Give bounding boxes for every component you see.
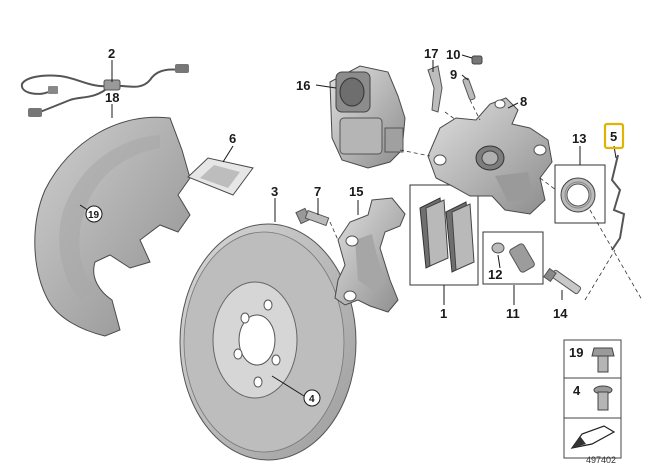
legend-label-19: 19 [569, 345, 583, 360]
callout-6: 6 [229, 131, 236, 146]
callout-1: 1 [440, 306, 447, 321]
callout-19-circle: 19 [85, 205, 103, 223]
callout-4-circle: 4 [303, 389, 321, 407]
callout-18: 18 [105, 90, 119, 105]
callout-16: 16 [296, 78, 310, 93]
brake-paste-sachet-part [187, 157, 254, 196]
callout-7: 7 [314, 184, 321, 199]
callout-8: 8 [520, 94, 527, 109]
parking-brake-motor-part [329, 65, 406, 169]
brake-caliper-part [427, 97, 553, 215]
arrow-icon [570, 425, 616, 449]
guide-bushing-kit-part [482, 231, 544, 285]
fastener-legend: 19 4 [563, 339, 622, 459]
guide-pin-part [543, 267, 582, 295]
bolt-4-icon [593, 385, 613, 411]
caliper-carrier-part [334, 197, 406, 313]
leader-lines [79, 54, 617, 397]
callout-2: 2 [108, 46, 115, 61]
callout-12: 12 [488, 267, 502, 282]
diagram-caption: 497402 [586, 455, 616, 465]
callout-13: 13 [572, 131, 586, 146]
callout-10: 10 [446, 47, 460, 62]
guide-bolt-part [295, 207, 330, 227]
bracket-clip-part [427, 65, 443, 113]
callout-14: 14 [553, 306, 568, 321]
callout-9: 9 [450, 67, 457, 82]
brake-pads-part [409, 184, 479, 286]
callout-5: 5 [610, 129, 617, 144]
bolt-19-icon [591, 347, 615, 373]
callout-4: 4 [309, 394, 315, 405]
dust-shield-part [34, 116, 191, 337]
callout-5-highlight [603, 122, 625, 150]
brake-disc-part [179, 223, 357, 461]
callout-19: 19 [88, 210, 100, 221]
anti-rattle-spring-part [610, 154, 626, 251]
callout-3: 3 [271, 184, 278, 199]
callout-15: 15 [349, 184, 363, 199]
callout-labels: 2 18 19 6 3 4 7 15 16 17 10 9 8 13 5 1 1… [85, 46, 625, 407]
bleeder-screw-part [462, 55, 483, 101]
callout-17: 17 [424, 46, 438, 61]
callout-11: 11 [506, 306, 520, 321]
wear-sensor-cable-part [20, 64, 189, 117]
legend-label-4: 4 [573, 383, 581, 398]
seal-kit-part [554, 164, 606, 224]
assembly-lines [329, 99, 643, 301]
